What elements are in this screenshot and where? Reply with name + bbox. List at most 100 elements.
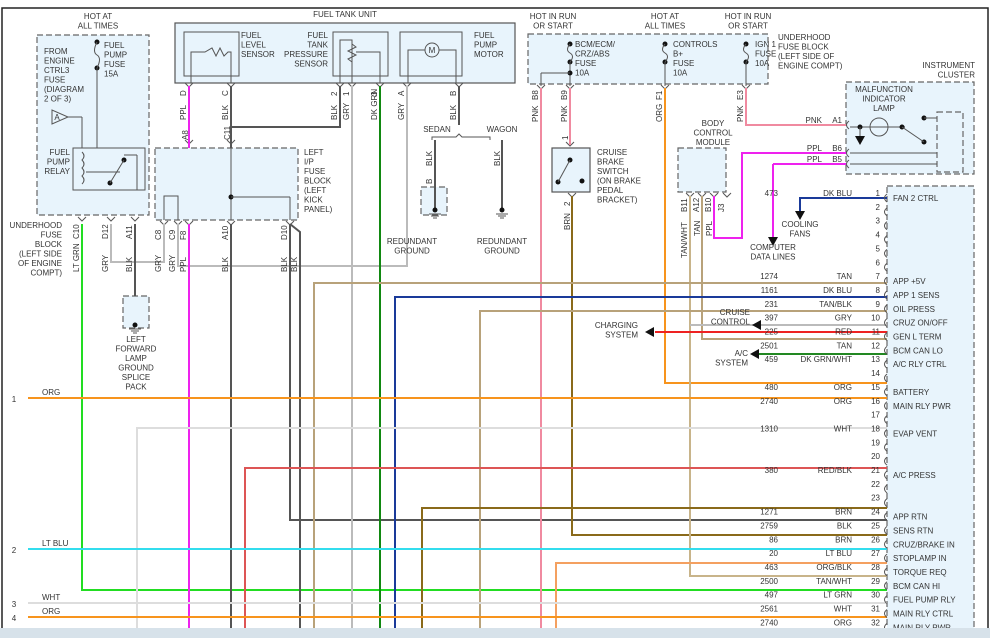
ecm-wire-color: RED/BLK [818,466,853,475]
splice-pack-label: PACK [125,383,147,392]
ecm-wire-color: DK GRN/WHT [800,355,852,364]
fuel-tank-unit-box [174,22,516,84]
bcm-fuse-label: FUSE [575,59,596,68]
underhood-right-pin-F1: F1 [655,90,664,100]
ecm-pin-number: 25 [871,521,880,530]
underhood-fuse-block-right-label: ENGINE COMPT) [778,62,843,71]
fuse-icon [567,43,573,63]
fuel-level-sensor-label: LEVEL [241,41,266,50]
fuel-pump-fuse-label: FUSE [104,60,125,69]
fuel-tank-pin-A: A [397,90,406,96]
ecm-pin-number: 30 [871,591,880,600]
bcm-fuse-label: CRZ/ABS [575,50,610,59]
ecm-circuit-number: 2759 [760,521,778,530]
ecm-circuit-number: 473 [765,189,779,198]
cooling-fans-arrow-icon [795,211,805,220]
cruise-brake-switch-label: (ON BRAKE [597,177,641,186]
ecm-pin-number: 26 [871,535,880,544]
ac-system-label: SYSTEM [715,359,748,368]
junction-dot [579,178,585,184]
pin-socket-icon [884,235,888,244]
ecm-wire-color: TAN [837,341,853,350]
left-ip-pin-C11: C11 [223,125,232,140]
ecm-wire-color: ORG [834,383,852,392]
sedan-wagon-branch [431,133,491,140]
ecm-wire-color: TAN [837,272,853,281]
hot-in-run-label-1: HOT IN RUN [530,12,577,21]
pump-motor-label: PUMP [474,41,497,50]
ecm-circuit-number: 1161 [761,286,779,295]
bcm-pin-B10: B10 [704,197,713,212]
fuel-tank-wire-label: BLK [221,104,230,120]
fuel-tank-pin-2: 2 [330,91,339,96]
underhood-fuse-block-right-box [527,33,769,85]
body-control-module-label: CONTROL [693,129,733,138]
ecm-wire-color: DK BLU [823,286,852,295]
fuel-pump-fuse-label: FUEL [104,41,125,50]
redundant-ground-label-1: GROUND [394,247,430,256]
pump-motor-box [399,31,463,77]
wire-gry-c9 [177,86,408,267]
ign-fuse-label: FUSE [755,50,776,59]
ecm-circuit-number: 1310 [760,424,778,433]
ground-wire-label: BLK [425,150,434,166]
cluster-wire-label: PPL [807,144,823,153]
cooling-fans-label: FANS [790,230,811,239]
wire-brn-1271 [421,507,887,638]
left-ip-fuse-block-label: (LEFT [304,186,326,195]
wire-org-blk-463 [555,562,887,638]
fuel-tank-pin-1: 1 [342,91,351,96]
pin-socket-icon [884,470,888,480]
pressure-sensor-label: SENSOR [294,60,328,69]
charging-system-label: CHARGING [595,321,638,330]
ecm-pin-function: BCM CAN LO [893,346,943,355]
pressure-sensor-box [332,31,389,77]
ecm-pin-number: 1 [876,189,881,198]
ecm-circuit-number: 1271 [760,508,778,517]
connector-a-label: A [54,113,60,122]
ecm-circuit-number: 397 [765,314,779,323]
pin-socket-icon [884,387,888,397]
from-engine-label: ENGINE [44,57,75,66]
wire-tan-blk [479,310,887,638]
ac-system-label: A/C [735,349,749,358]
fuel-tank-wire-label: PPL [179,104,188,120]
fuel-pump-relay-box [72,147,146,191]
bcm-pin-B11: B11 [680,198,689,212]
connector-chevron-icon [130,216,140,222]
ecm-pin-number: 9 [876,300,881,309]
pin-socket-icon [884,415,888,424]
pin-socket-icon [884,456,888,466]
left-ip-fuse-block-label: BLOCK [304,177,332,186]
underhood-fuse-block-right-label: (LEFT SIDE OF [778,52,834,61]
ecm-pin-number: 27 [871,549,880,558]
ecm-pin-number: 13 [871,355,880,364]
wagon-label: WAGON [487,125,518,134]
pressure-sensor-label: TANK [307,41,328,50]
cruise-brake-switch-label: CRUISE [597,148,627,157]
pump-motor-label: FUEL [474,31,495,40]
ecm-wire-color: WHT [834,605,852,614]
ecm-pin-number: 28 [871,563,880,572]
cruise-control-label: CRUISE [720,308,750,317]
relay-coil-icon [81,151,85,185]
left-connector-wire-label: ORG [42,388,60,397]
ecm-circuit-number: 225 [765,328,779,337]
left-ip-fuse-block-label: KICK [304,196,323,205]
hot-in-run-label-2: HOT IN RUN [725,12,772,21]
ecm-wire-color: BRN [835,535,852,544]
from-engine-label: 2 OF 3) [44,95,71,104]
ecm-pin-number: 3 [876,217,881,226]
bcm-wire-label: TAN/WHT [680,222,689,258]
ecm-pin-function: MAIN RLY PWR [893,623,951,632]
underhood-right-wire-label: PNK [736,105,745,122]
fuel-tank-wire-label: GRY [397,102,406,120]
ecm-wire-color: ORG [834,397,852,406]
body-control-module-label: BODY [702,119,725,128]
wire-tan-1274 [313,282,887,638]
ecm-pin-function: TORQUE REQ [893,568,947,577]
underhood-fuse-block-label: UNDERHOOD [10,221,63,230]
left-ip-wire-label: BLK [280,256,289,272]
ecm-pin-number: 4 [876,231,881,240]
bcm-fuse-label: BCM/ECM/ [575,40,616,49]
